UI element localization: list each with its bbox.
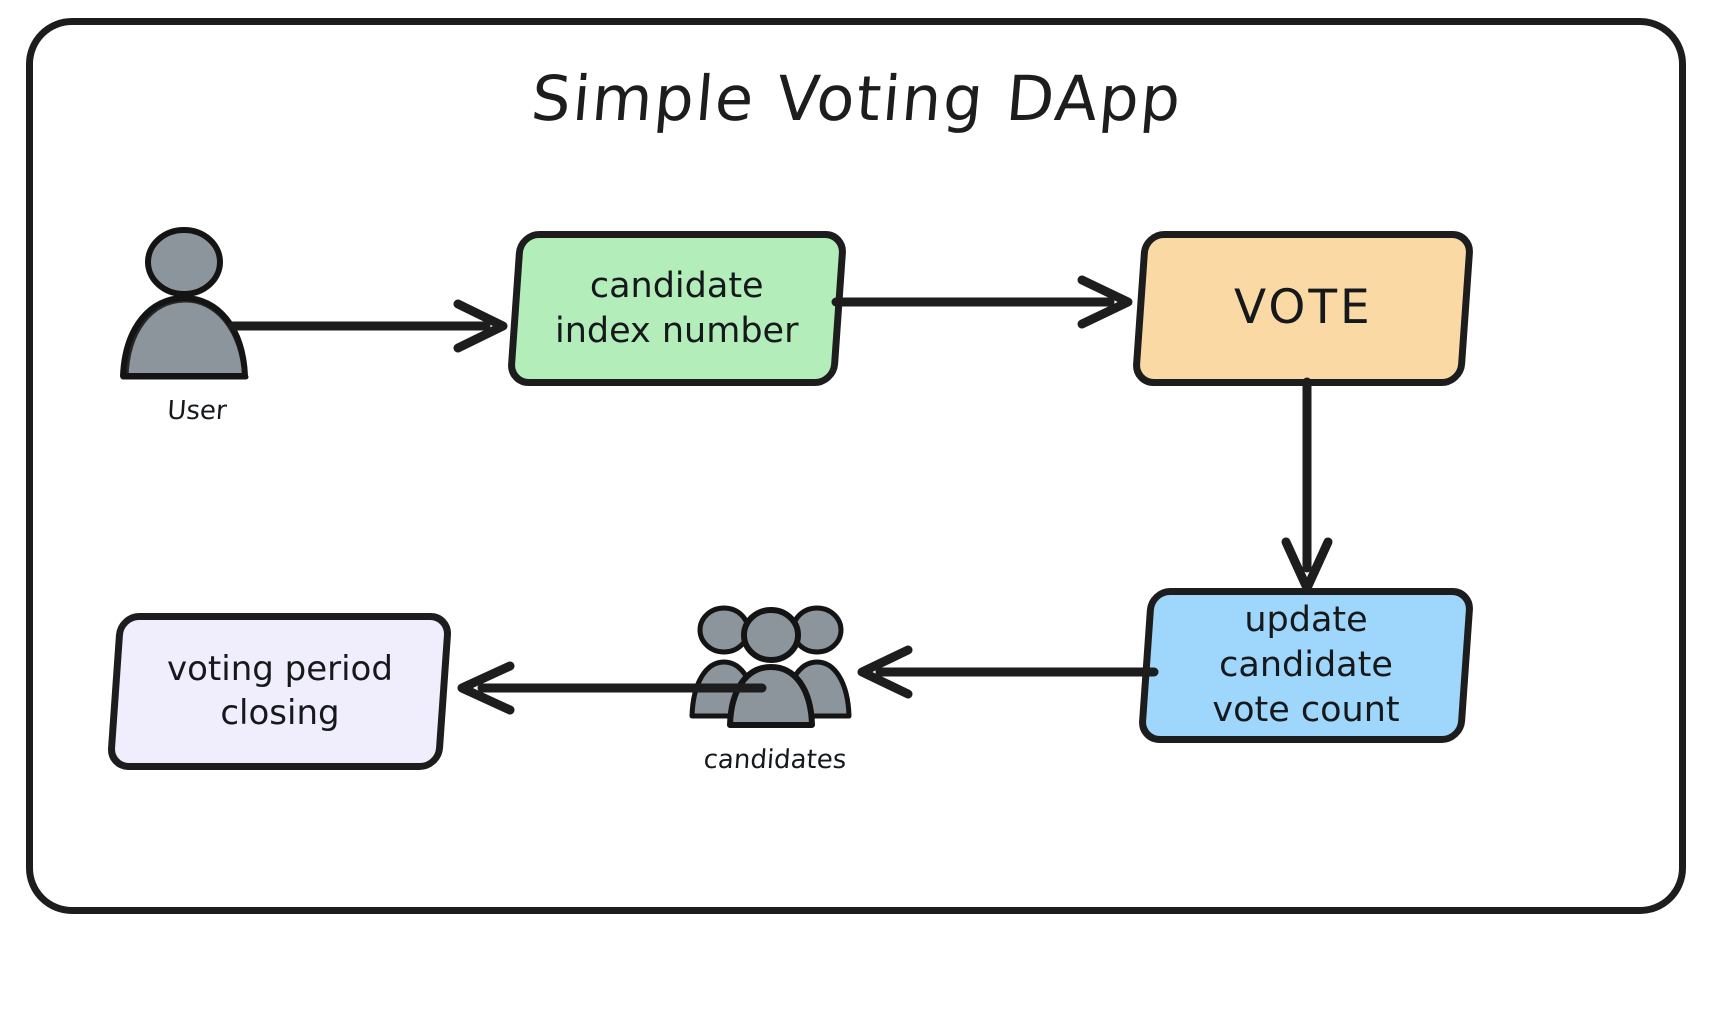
single-person-icon <box>120 227 249 380</box>
node-update-count-line1: update candidate <box>1219 600 1393 686</box>
arrow-update-count-to-candidates <box>838 632 1159 712</box>
node-vote-label: VOTE <box>1233 280 1373 336</box>
arrow-vote-to-update-count <box>1262 377 1352 605</box>
node-candidate-index-line1: candidate <box>590 265 764 306</box>
arrow-candidates-to-voting-closing <box>436 648 767 728</box>
node-voting-period-closing[interactable]: voting period closing <box>106 613 453 770</box>
page-title: Simple Voting DApp <box>528 62 1186 135</box>
node-voting-closing-line2: closing <box>219 692 340 733</box>
node-update-candidate-vote-count[interactable]: update candidate vote count <box>1137 588 1475 743</box>
user-actor <box>112 227 282 388</box>
node-update-count-line2: vote count <box>1212 689 1400 730</box>
node-candidate-index-line2: index number <box>555 310 799 351</box>
node-vote[interactable]: VOTE <box>1131 231 1475 386</box>
user-actor-label: User <box>166 396 228 426</box>
arrow-candidate-index-to-vote <box>831 262 1152 342</box>
arrow-user-to-candidate-index <box>227 286 528 366</box>
candidates-actor-label: candidates <box>702 745 848 775</box>
node-voting-closing-line1: voting period <box>166 648 393 689</box>
node-candidate-index-number[interactable]: candidate index number <box>506 231 848 386</box>
diagram-frame <box>26 18 1686 914</box>
